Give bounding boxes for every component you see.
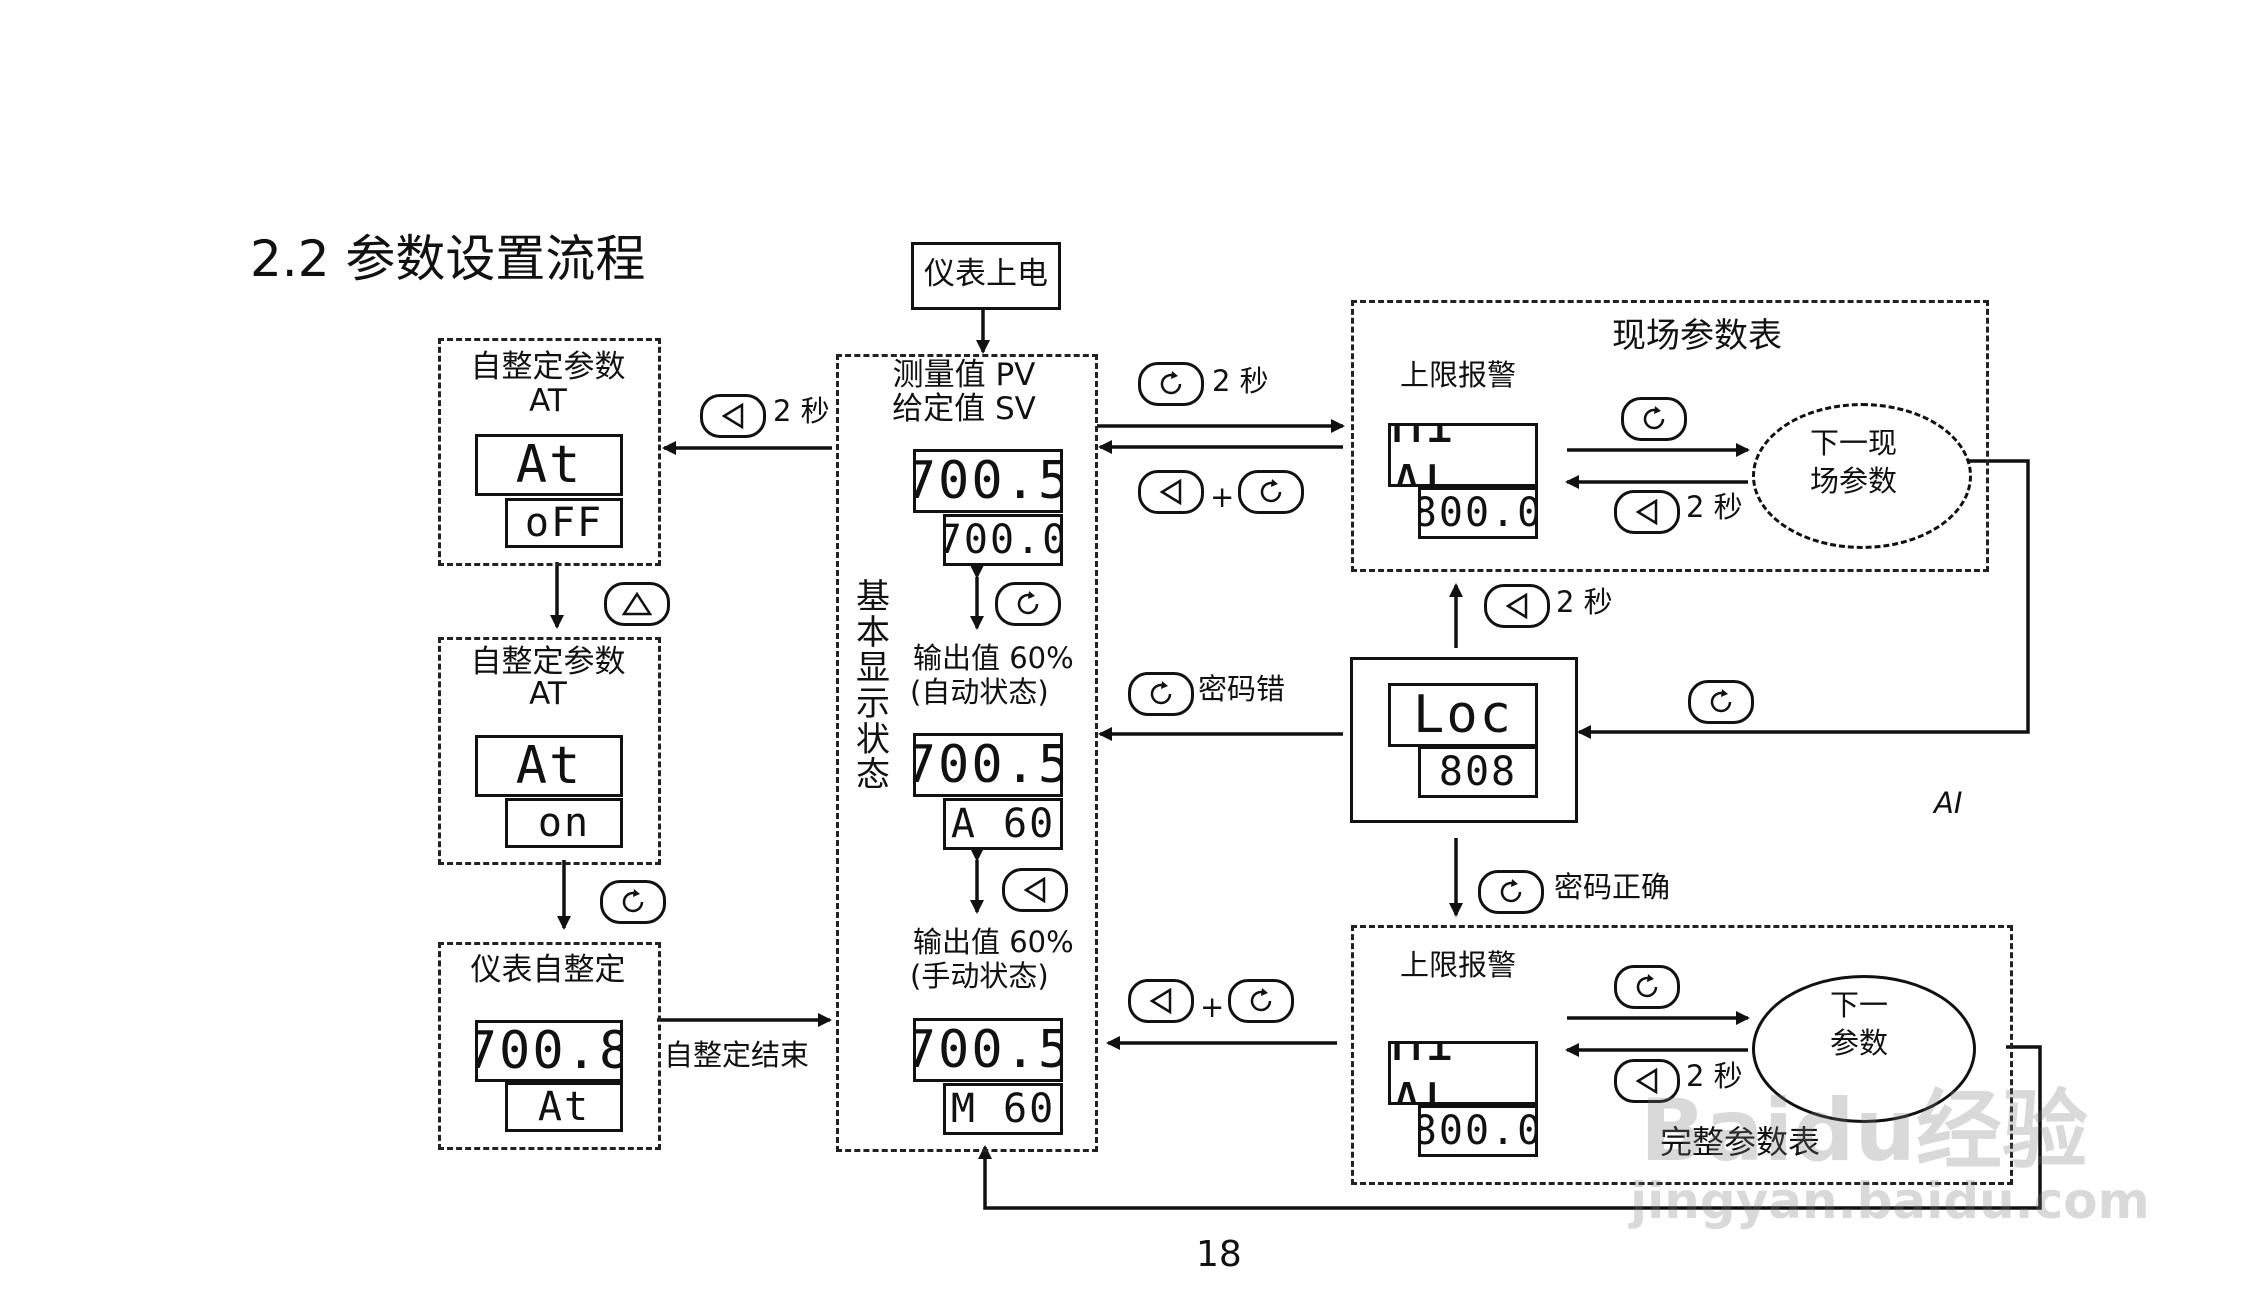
sv-display-1: 700.0: [943, 514, 1063, 566]
full-alarm-label: 上限报警: [1400, 948, 1517, 982]
cycle-key-icon-right-pw: [1478, 870, 1544, 914]
at-off-title: 自整定参数: [470, 349, 626, 385]
cycle-key-icon-full-back: [1228, 979, 1294, 1023]
field-code-display: HI AL: [1388, 423, 1538, 487]
plus-sign-field: +: [1210, 480, 1235, 514]
arrow-field-return-to-loc: [1577, 459, 2030, 739]
at-off-value-display: oFF: [505, 498, 623, 548]
cycle-key-icon-wrong-pw: [1128, 672, 1194, 716]
left-key-icon-field-prev: [1614, 490, 1680, 534]
self-tune-end-label: 自整定结束: [664, 1038, 810, 1072]
two-sec-label-field: 2 秒: [1212, 364, 1269, 398]
self-tune-title: 仪表自整定: [470, 952, 626, 988]
loc-value-display: 808: [1418, 746, 1538, 798]
manual-output-label: 输出值 60%: [913, 925, 1074, 959]
cycle-key-icon-full-next: [1614, 965, 1680, 1009]
at-on-code-display: At: [475, 735, 623, 797]
left-key-icon-basic: [1002, 868, 1068, 912]
up-key-icon: [604, 582, 670, 626]
self-tune-pv-display: 700.8: [475, 1020, 623, 1082]
manual-output-display: M 60: [943, 1083, 1063, 1135]
field-param-title: 现场参数表: [1612, 316, 1782, 356]
two-sec-label-at: 2 秒: [773, 394, 830, 428]
cycle-key-icon-field-next: [1621, 397, 1687, 441]
field-param-panel: [1351, 300, 1989, 572]
left-key-icon-field-back: [1138, 470, 1204, 514]
cycle-key-icon-to-field: [1138, 362, 1204, 406]
at-on-panel: [438, 637, 661, 865]
full-next-label-1: 下一: [1830, 988, 1889, 1022]
pv-display-2: 700.5: [913, 733, 1063, 797]
auto-state-label: (自动状态): [910, 675, 1049, 709]
at-off-code-display: At: [475, 434, 623, 496]
page-number: 18: [1196, 1234, 1242, 1275]
full-value-display: 800.0: [1418, 1105, 1538, 1157]
pv-display-1: 700.5: [913, 449, 1063, 513]
cycle-key-icon-return: [1688, 680, 1754, 724]
cycle-key-icon-basic-top: [995, 582, 1061, 626]
basic-display-panel: [836, 354, 1098, 1152]
field-next-label-1: 下一现: [1810, 426, 1898, 460]
two-sec-label-loc: 2 秒: [1556, 585, 1613, 619]
auto-output-label: 输出值 60%: [913, 641, 1074, 675]
left-key-icon-full-back: [1128, 979, 1194, 1023]
basic-vertical-label: 基本显示状态: [856, 577, 890, 796]
field-alarm-label: 上限报警: [1400, 358, 1517, 392]
two-sec-label-field-prev: 2 秒: [1686, 490, 1743, 524]
full-param-panel: [1351, 925, 2013, 1185]
full-param-title: 完整参数表: [1660, 1123, 1821, 1161]
at-on-subtitle: AT: [529, 676, 567, 712]
full-code-display: HI AL: [1388, 1041, 1538, 1105]
pv-label: 测量值 PV: [892, 357, 1036, 393]
at-off-subtitle: AT: [529, 383, 567, 419]
left-key-icon-full-prev: [1614, 1059, 1680, 1103]
pv-display-3: 700.5: [913, 1018, 1063, 1082]
power-on-box: 仪表上电: [911, 242, 1061, 310]
auto-output-display: A 60: [943, 798, 1063, 850]
power-on-label: 仪表上电: [924, 256, 1048, 292]
full-next-label-2: 参数: [1830, 1026, 1889, 1060]
sv-label: 给定值 SV: [892, 391, 1036, 427]
left-key-icon-loc-field: [1484, 584, 1550, 628]
right-password-label: 密码正确: [1554, 870, 1671, 904]
section-heading: 2.2 参数设置流程: [250, 230, 646, 288]
at-on-title: 自整定参数: [470, 644, 626, 680]
field-next-ellipse: [1752, 403, 1972, 549]
field-value-display: 800.0: [1418, 487, 1538, 539]
plus-sign-full: +: [1200, 990, 1225, 1024]
loc-side-label: AI: [1934, 786, 1963, 820]
at-on-value-display: on: [505, 798, 623, 848]
at-off-panel: [438, 338, 661, 566]
watermark-brand: Baidu经验: [1640, 1081, 2088, 1181]
self-tune-code-display: At: [505, 1082, 623, 1132]
two-sec-label-full-prev: 2 秒: [1686, 1059, 1743, 1093]
watermark-url: jingyan.baidu.com: [1630, 1172, 2150, 1230]
full-next-ellipse: [1752, 975, 1976, 1123]
field-next-label-2: 场参数: [1810, 464, 1898, 498]
self-tune-panel: [438, 942, 661, 1150]
arrow-full-return-to-basic: [978, 1045, 2042, 1210]
manual-state-label: (手动状态): [910, 959, 1049, 993]
cycle-key-icon-field-back: [1238, 470, 1304, 514]
loc-code-display: Loc: [1388, 683, 1538, 747]
cycle-key-icon-left: [600, 880, 666, 924]
wrong-password-label: 密码错: [1198, 672, 1286, 706]
left-key-icon-to-at: [700, 394, 766, 438]
